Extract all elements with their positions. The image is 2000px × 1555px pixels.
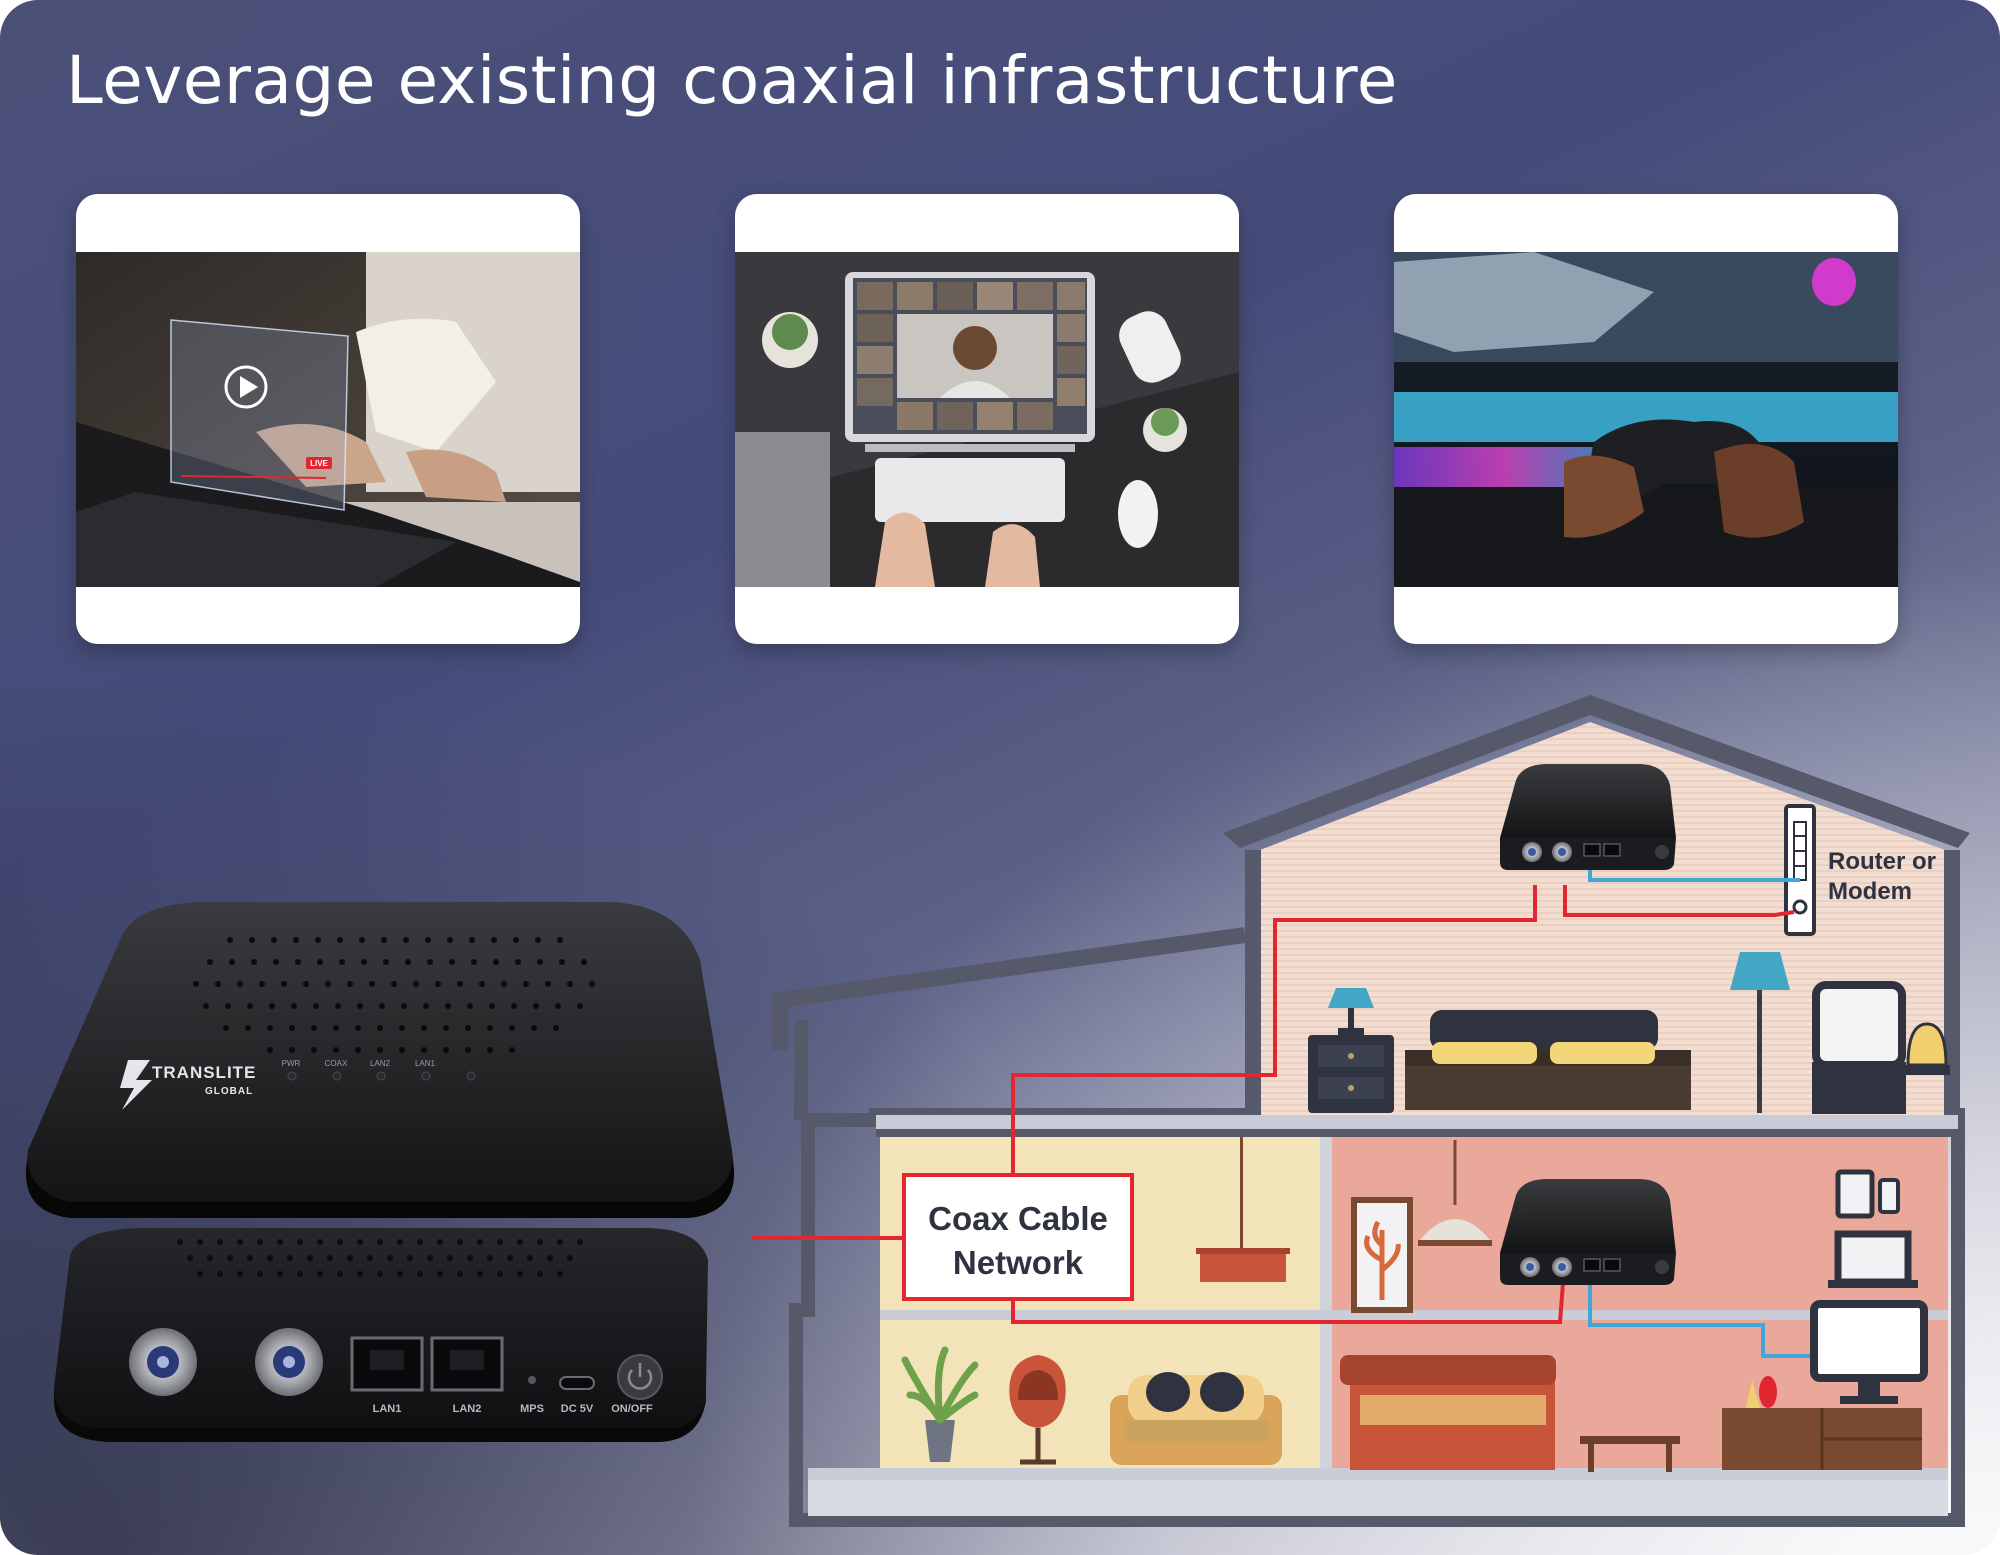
led-label-lan1: LAN1: [415, 1059, 436, 1068]
coffee-table: [1580, 1436, 1680, 1444]
device-front-view: TRANSLITE GLOBAL PWR COAX LAN2 LAN1: [25, 902, 735, 1218]
mps-hole: [528, 1376, 536, 1384]
led-coax: [332, 1071, 342, 1081]
tv-monitor: [1810, 1300, 1928, 1382]
router-label-line1: Router or: [1828, 848, 1936, 875]
card-video-conference: [735, 194, 1239, 644]
floor-lamp: [1730, 952, 1790, 990]
live-badge-text: LIVE: [310, 459, 328, 468]
small-adapter-upstairs: [1500, 764, 1676, 870]
garage-roof: [772, 927, 1247, 1050]
port-label-onoff: ON/OFF: [611, 1403, 653, 1415]
led-pwr: [287, 1071, 297, 1081]
potted-plant: [925, 1420, 955, 1462]
coax-network-label: Coax Cable Network: [902, 1173, 1134, 1301]
conference-photo: [735, 252, 1239, 587]
vent-holes-rear: [177, 1239, 583, 1277]
port-label-mps: MPS: [520, 1403, 544, 1415]
router-modem: [1784, 804, 1816, 936]
coax-network-line1: Coax Cable: [928, 1200, 1108, 1237]
translite-logo: TRANSLITE GLOBAL: [120, 1060, 256, 1110]
webcam-grid-icon: [857, 282, 1085, 430]
led-label-pwr: PWR: [282, 1059, 301, 1068]
bed: [1430, 1010, 1658, 1050]
page-title: Leverage existing coaxial infrastructure: [66, 42, 1398, 119]
live-badge: [306, 457, 332, 469]
coax-network-line2: Network: [953, 1244, 1084, 1281]
port-label-lan2: LAN2: [453, 1403, 482, 1415]
led-extra: [466, 1071, 476, 1081]
card-streaming: LIVE: [76, 194, 580, 644]
play-icon: [224, 365, 268, 409]
router-label-line2: Modem: [1828, 878, 1912, 905]
table-lamp: [1328, 988, 1374, 1008]
mouse: [1118, 480, 1158, 548]
card-gaming: [1394, 194, 1898, 644]
mirror: [1812, 981, 1906, 1069]
pendant-lamp: [1200, 1252, 1286, 1282]
keyboard: [875, 458, 1065, 522]
coax-cable-lines: [752, 885, 1795, 1324]
chandelier: [1420, 1219, 1490, 1240]
floating-screen: [170, 319, 349, 511]
phone: [1878, 1178, 1900, 1214]
led-lan1: [421, 1071, 431, 1081]
house-diagram: Router or Modem: [772, 695, 1970, 1527]
dc-port: [559, 1376, 595, 1390]
streaming-photo: LIVE: [76, 252, 580, 587]
device-rear-view: LAN1 LAN2 MPS DC 5V ON/OFF: [54, 1228, 708, 1442]
port-label-dc: DC 5V: [561, 1403, 594, 1415]
dresser: [1812, 1062, 1906, 1114]
led-label-coax: COAX: [325, 1059, 348, 1068]
vent-holes-top: [193, 937, 595, 1053]
led-lan2: [376, 1071, 386, 1081]
led-label-lan2: LAN2: [370, 1059, 391, 1068]
gaming-photo: [1394, 252, 1898, 587]
ethernet-cable-lines: [1588, 868, 1810, 1358]
small-adapter-downstairs: [1500, 1179, 1676, 1285]
port-label-lan1: LAN1: [373, 1403, 402, 1415]
tablet: [1835, 1169, 1875, 1219]
brand-sub-text: GLOBAL: [205, 1086, 253, 1097]
laptop: [1834, 1230, 1912, 1286]
brand-text: TRANSLITE: [152, 1063, 256, 1082]
